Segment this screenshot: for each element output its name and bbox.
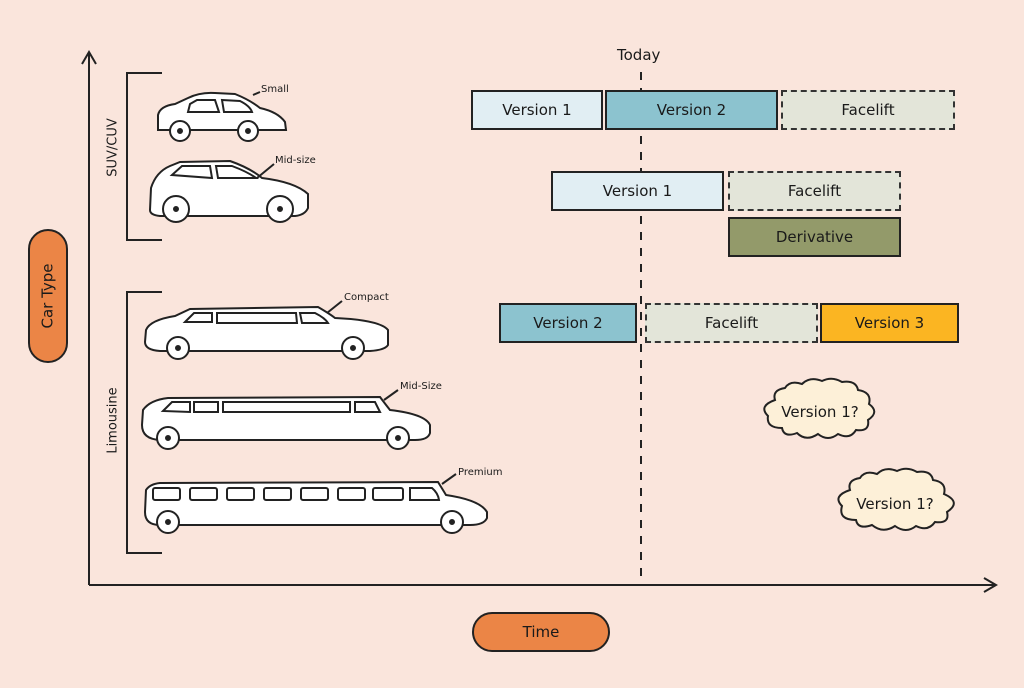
timeline-bar-midsize-suv-facelift: Facelift	[728, 171, 901, 211]
cloud-label-premium-limo: Version 1?	[856, 495, 934, 513]
timeline-bar-midsize-suv-version1: Version 1	[551, 171, 724, 211]
category-label-suv: SUV/CUV	[105, 118, 121, 177]
timeline-bar-small-version1: Version 1	[471, 90, 603, 130]
today-label: Today	[617, 46, 661, 64]
car-label-premium: Premium	[458, 467, 503, 478]
timeline-bar-small-facelift: Facelift	[781, 90, 955, 130]
timeline-bar-compact-facelift: Facelift	[645, 303, 818, 343]
x-axis-label: Time	[522, 623, 560, 641]
x-axis-arrowhead	[983, 577, 998, 593]
car-label-midsize-suv: Mid-size	[275, 155, 316, 166]
suv-bracket	[126, 72, 162, 241]
timeline-bar-compact-version2: Version 2	[499, 303, 637, 343]
cloud-label-midsize-limo: Version 1?	[781, 403, 859, 421]
x-axis-label-pill: Time	[472, 612, 610, 652]
y-axis-label: Car Type	[39, 263, 57, 329]
car-label-midsize-limo: Mid-Size	[400, 381, 442, 392]
small-car-icon	[157, 91, 288, 142]
limousine-bracket	[126, 291, 162, 554]
premium-limousine-icon	[143, 473, 488, 534]
compact-limousine-icon	[143, 300, 389, 360]
timeline-bar-compact-version3: Version 3	[820, 303, 959, 343]
timeline-bar-midsize-suv-derivative: Derivative	[728, 217, 901, 257]
car-label-compact: Compact	[344, 292, 389, 303]
y-axis-arrowhead	[81, 50, 97, 65]
category-label-limousine: Limousine	[105, 387, 121, 454]
car-label-small: Small	[261, 84, 289, 95]
timeline-bar-small-version2: Version 2	[605, 90, 778, 130]
y-axis-label-pill: Car Type	[28, 229, 68, 363]
midsize-suv-icon	[148, 159, 309, 223]
midsize-limousine-icon	[140, 389, 431, 450]
cloud-shape-midsize-limo	[763, 377, 876, 439]
cloud-shape-premium-limo	[837, 467, 955, 531]
